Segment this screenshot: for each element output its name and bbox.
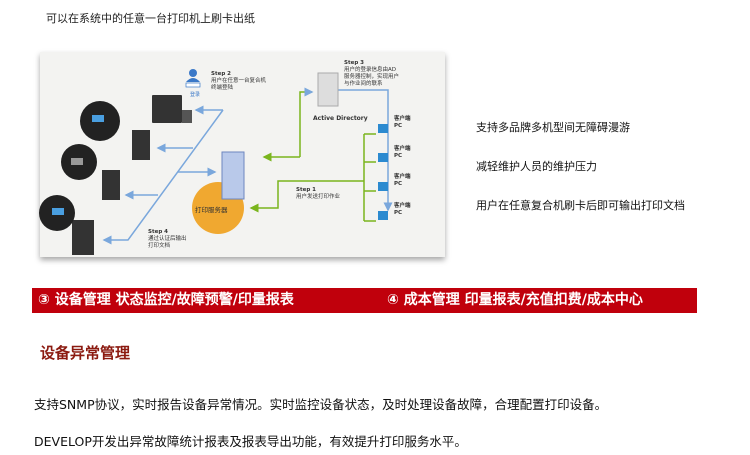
svg-text:PC: PC — [394, 210, 402, 216]
svg-text:Step 3: Step 3 — [344, 60, 364, 66]
svg-text:客户端: 客户端 — [393, 144, 411, 152]
client-pc-icons — [378, 124, 388, 220]
feature-banner: ③ 设备管理 状态监控/故障预警/印量报表 ④ 成本管理 印量报表/充值扣费/成… — [32, 288, 697, 313]
banner-cost-management: ④ 成本管理 印量报表/充值扣费/成本中心 — [387, 292, 643, 308]
paragraph-snmp: 支持SNMP协议，实时报告设备异常情况。实时监控设备状态，及时处理设备故障，合理… — [34, 397, 608, 412]
paragraph-develop: DEVELOP开发出异常故障统计报表及报表导出功能，有效提升打印服务水平。 — [34, 434, 467, 449]
svg-text:用户的登录信息由AD: 用户的登录信息由AD — [344, 65, 396, 73]
svg-text:Step 2: Step 2 — [211, 71, 231, 77]
svg-text:Step 1: Step 1 — [296, 187, 316, 193]
feature-2: 减轻维护人员的维护压力 — [476, 160, 597, 173]
svg-text:终端登陆: 终端登陆 — [211, 83, 234, 91]
svg-text:与作业间的联系: 与作业间的联系 — [344, 79, 383, 87]
svg-text:PC: PC — [394, 123, 402, 129]
svg-text:Step 4: Step 4 — [148, 229, 168, 235]
printer-icons — [39, 95, 192, 255]
svg-text:PC: PC — [394, 153, 402, 159]
print-server-icon — [221, 151, 245, 200]
user-login-icon — [185, 69, 201, 88]
svg-text:客户端: 客户端 — [393, 201, 411, 209]
svg-text:客户端: 客户端 — [393, 172, 411, 180]
ad-label: Active Directory — [313, 115, 368, 122]
feature-1: 支持多品牌多机型间无障碍漫游 — [476, 121, 630, 134]
login-label: 登录 — [190, 91, 200, 98]
section-title: 设备异常管理 — [40, 344, 131, 362]
svg-text:PC: PC — [394, 181, 402, 187]
svg-text:通过认证后输出: 通过认证后输出 — [148, 234, 187, 242]
svg-text:客户端: 客户端 — [393, 114, 411, 122]
ad-server-icon — [317, 72, 339, 107]
top-caption: 可以在系统中的任意一台打印机上刷卡出纸 — [46, 12, 255, 25]
banner-device-management: ③ 设备管理 状态监控/故障预警/印量报表 — [38, 292, 294, 308]
svg-text:打印文档: 打印文档 — [148, 241, 171, 249]
svg-text:服务器控制，实现用户: 服务器控制，实现用户 — [344, 72, 399, 80]
feature-3: 用户在任意复合机刷卡后即可输出打印文档 — [476, 199, 685, 212]
svg-text:用户在任意一台复合机: 用户在任意一台复合机 — [211, 76, 267, 84]
svg-text:用户发送打印作业: 用户发送打印作业 — [296, 192, 341, 200]
print-server-label: 打印服务器 — [195, 205, 228, 214]
